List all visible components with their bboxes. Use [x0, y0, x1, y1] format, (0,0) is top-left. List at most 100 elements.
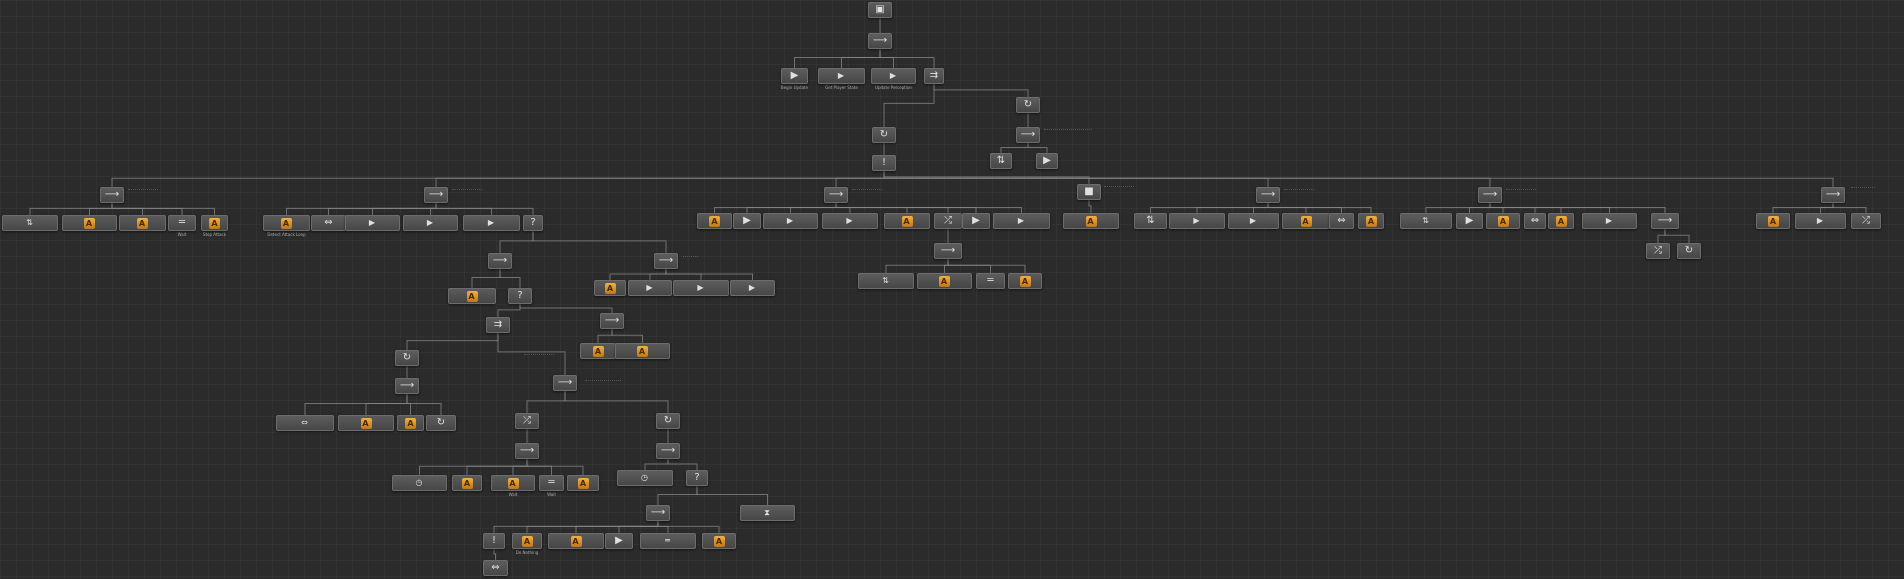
- node-h1[interactable]: !: [483, 533, 505, 549]
- node-b4[interactable]: ■: [1077, 184, 1101, 200]
- node-b5[interactable]: ⟶: [1256, 187, 1280, 203]
- node-n5c[interactable]: ▶: [1228, 213, 1279, 229]
- node-n1c[interactable]: A: [119, 215, 166, 231]
- node-c2d[interactable]: ▶: [730, 280, 775, 296]
- node-h1a[interactable]: ⇔: [483, 560, 508, 576]
- node-s3d[interactable]: A: [1008, 273, 1042, 289]
- node-f2s[interactable]: ⟶: [656, 443, 680, 459]
- node-f1e[interactable]: A: [567, 475, 599, 491]
- node-n3g[interactable]: ▶: [962, 213, 990, 229]
- node-d2b[interactable]: A: [615, 343, 670, 359]
- node-n5b[interactable]: ▶: [1169, 213, 1225, 229]
- node-b6[interactable]: ⟶: [1478, 187, 1502, 203]
- node-n3b[interactable]: ▶: [733, 213, 761, 229]
- node-n1a[interactable]: ⇅: [2, 215, 58, 231]
- node-n3d[interactable]: ▶: [822, 213, 878, 229]
- node-n3f[interactable]: ⤮: [934, 213, 962, 229]
- node-s3c[interactable]: ═: [976, 273, 1005, 289]
- node-t1[interactable]: ▶: [781, 68, 808, 84]
- node-seq_top[interactable]: ⟶: [868, 33, 892, 49]
- node-e1b[interactable]: A: [338, 415, 394, 431]
- node-f1b[interactable]: A: [452, 475, 482, 491]
- node-g3[interactable]: ⧗: [740, 505, 795, 521]
- node-f1c[interactable]: A: [491, 475, 535, 491]
- node-d2a[interactable]: A: [580, 343, 616, 359]
- node-h6[interactable]: A: [702, 533, 736, 549]
- node-n3h[interactable]: ▶: [993, 213, 1050, 229]
- node-c2b[interactable]: ▶: [628, 280, 672, 296]
- node-c1b[interactable]: ?: [508, 288, 532, 304]
- node-n6g[interactable]: ⟶: [1651, 213, 1679, 229]
- node-d2[interactable]: ⟶: [600, 313, 624, 329]
- node-n2b[interactable]: ⇔: [311, 215, 346, 231]
- node-f1a[interactable]: ◷: [392, 475, 447, 491]
- node-f1[interactable]: ⤮: [515, 413, 539, 429]
- node-n6c[interactable]: A: [1486, 213, 1520, 229]
- node-e2[interactable]: ⟶: [553, 375, 577, 391]
- node-h5[interactable]: ═: [640, 533, 696, 549]
- node-b2[interactable]: ⟶: [424, 187, 448, 203]
- node-c2c[interactable]: ▶: [673, 280, 729, 296]
- node-e1[interactable]: ↻: [395, 350, 419, 366]
- node-e1s[interactable]: ⟶: [395, 378, 419, 394]
- node-t3[interactable]: ▶: [871, 68, 916, 84]
- node-h4[interactable]: ▶: [605, 533, 633, 549]
- node-c2[interactable]: ⟶: [654, 253, 678, 269]
- node-n6d[interactable]: ⇔: [1524, 213, 1546, 229]
- node-n7a[interactable]: A: [1756, 213, 1790, 229]
- node-act_r2[interactable]: ▶: [1036, 153, 1058, 169]
- node-f1s[interactable]: ⟶: [515, 443, 539, 459]
- node-e1d[interactable]: ↻: [426, 415, 456, 431]
- node-f1d[interactable]: ═: [539, 475, 564, 491]
- node-b7[interactable]: ⟶: [1821, 187, 1845, 203]
- node-h2[interactable]: A: [512, 533, 542, 549]
- node-n2c[interactable]: ▶: [345, 215, 400, 231]
- node-n5f[interactable]: A: [1358, 213, 1384, 229]
- node-n5a[interactable]: ⇅: [1134, 213, 1167, 229]
- node-n2f[interactable]: ?: [523, 215, 543, 231]
- node-g2[interactable]: ?: [686, 470, 708, 486]
- node-n1b[interactable]: A: [62, 215, 117, 231]
- node-s6b[interactable]: ↻: [1677, 243, 1701, 259]
- node-h3[interactable]: A: [548, 533, 604, 549]
- node-sel_r[interactable]: ↻: [1016, 97, 1040, 113]
- node-e1a[interactable]: ⇔: [276, 415, 334, 431]
- node-n7c[interactable]: ⤮: [1851, 213, 1881, 229]
- node-act_r1[interactable]: ⇅: [990, 153, 1012, 169]
- node-d1[interactable]: ⇉: [486, 317, 510, 333]
- node-b3[interactable]: ⟶: [824, 187, 848, 203]
- node-s3seq[interactable]: ⟶: [934, 243, 962, 259]
- node-rep[interactable]: ↻: [872, 127, 896, 143]
- node-n6a[interactable]: ⇅: [1400, 213, 1452, 229]
- node-n5d[interactable]: A: [1282, 213, 1330, 229]
- node-t2[interactable]: ▶: [818, 68, 865, 84]
- node-n6f[interactable]: ▶: [1582, 213, 1637, 229]
- node-f2[interactable]: ↻: [656, 413, 680, 429]
- node-n1e[interactable]: A: [201, 215, 228, 231]
- node-n2d[interactable]: ▶: [403, 215, 458, 231]
- node-b1[interactable]: ⟶: [100, 187, 124, 203]
- node-n2a[interactable]: A: [263, 215, 310, 231]
- node-e1c[interactable]: A: [397, 415, 424, 431]
- node-g1[interactable]: ◷: [617, 470, 673, 486]
- node-n3c[interactable]: ▶: [763, 213, 818, 229]
- node-n4a[interactable]: A: [1063, 213, 1119, 229]
- node-c2a[interactable]: A: [594, 280, 626, 296]
- node-c1a[interactable]: A: [448, 288, 496, 304]
- node-s3a[interactable]: ⇅: [858, 273, 914, 289]
- node-n1d[interactable]: ═: [168, 215, 196, 231]
- node-t4[interactable]: ⇉: [924, 68, 944, 84]
- node-n3e[interactable]: A: [884, 213, 930, 229]
- node-n6b[interactable]: ▶: [1456, 213, 1483, 229]
- node-n5e[interactable]: ⇔: [1329, 213, 1354, 229]
- node-n3a[interactable]: A: [697, 213, 732, 229]
- node-n7b[interactable]: ▶: [1795, 213, 1846, 229]
- node-s6a[interactable]: ⤮: [1646, 243, 1670, 259]
- node-n6e[interactable]: A: [1548, 213, 1574, 229]
- node-s3b[interactable]: A: [917, 273, 972, 289]
- node-g2s[interactable]: ⟶: [646, 505, 670, 521]
- node-inv[interactable]: !: [872, 155, 896, 171]
- node-seq_r[interactable]: ⟶: [1016, 127, 1040, 143]
- node-c1[interactable]: ⟶: [488, 253, 512, 269]
